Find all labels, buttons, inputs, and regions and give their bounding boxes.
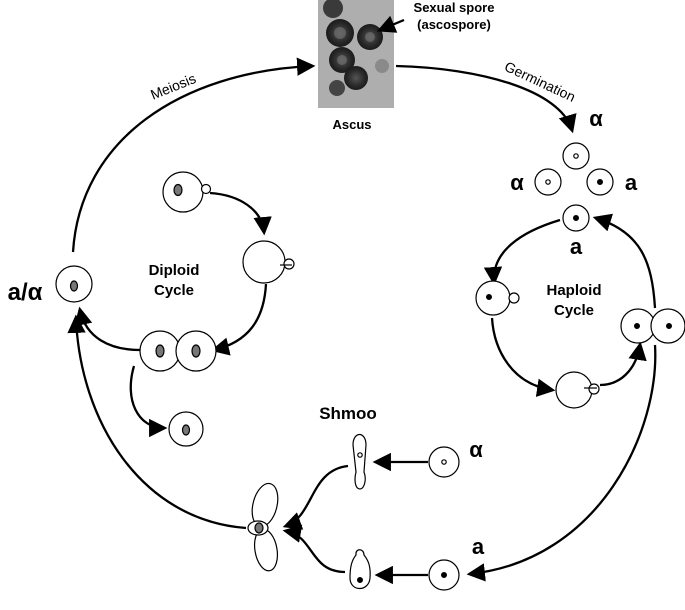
germination-arrow [395, 64, 577, 134]
haploid-arrow-3 [599, 341, 647, 387]
haploid-to-mating-arrow [466, 344, 657, 582]
ascospore-label: (ascospore) [417, 17, 491, 32]
alpha-spore-top [562, 142, 590, 170]
alpha-mating-cell [428, 446, 460, 478]
zygote-cell [247, 482, 279, 572]
alpha-spore-left [534, 168, 562, 196]
meiosis-arrow [71, 57, 316, 253]
a-spore-bottom [562, 204, 590, 232]
a-mating-cell [428, 559, 460, 591]
arrows [67, 15, 657, 585]
a-below-label: a [570, 234, 583, 259]
alpha-top-label: α [589, 106, 603, 131]
diploid-released-cell [168, 411, 204, 447]
haploid-dividing-cells [620, 308, 685, 344]
haploid-arrow-4 [592, 213, 657, 309]
diploid-budding-cell [162, 171, 212, 213]
alpha-left-label: α [510, 170, 524, 195]
zygote-to-diploid-arrow [67, 314, 247, 530]
a-shmoo-cell [349, 549, 371, 590]
diploid-large-bud-cell [242, 240, 295, 284]
diploid-budding-arrow-1 [209, 191, 272, 236]
haploid-cycle-label-1: Haploid [547, 282, 602, 299]
diploid-cycle-label-2: Cycle [154, 282, 194, 299]
alpha-shmoo-label: α [469, 437, 483, 462]
germination-label: Germination [502, 58, 578, 105]
a-spore-right [586, 168, 614, 196]
haploid-budding-cell [475, 280, 520, 316]
ascus-label: Ascus [332, 117, 371, 132]
sexual-spore-label: Sexual spore [414, 0, 495, 15]
a-right-label: a [625, 170, 638, 195]
haploid-large-bud-cell [555, 371, 600, 409]
alpha-shmoo-merge-arrow [282, 464, 349, 530]
diploid-cycle-label-1: Diploid [149, 262, 200, 279]
haploid-arrow-2 [490, 317, 556, 397]
spore-pointer-arrow [376, 15, 405, 33]
diploid-dividing-cells [139, 330, 217, 372]
ascus-micrograph [318, 0, 394, 108]
diploid-budding-arrow-2 [210, 283, 268, 356]
shmoo-label: Shmoo [319, 404, 377, 423]
a-alpha-label: a/α [8, 279, 43, 306]
meiosis-label: Meiosis [148, 70, 198, 103]
a-shmoo-label: a [472, 534, 485, 559]
diploid-return-arrow [74, 306, 141, 352]
alpha-shmoo-cell [352, 433, 367, 490]
haploid-arrow-1 [483, 218, 561, 286]
haploid-cycle-label-2: Cycle [554, 302, 594, 319]
diploid-cell [55, 265, 93, 303]
cells [55, 142, 685, 591]
a-shmoo-merge-arrow [282, 524, 346, 574]
diploid-release-arrow [129, 365, 168, 438]
